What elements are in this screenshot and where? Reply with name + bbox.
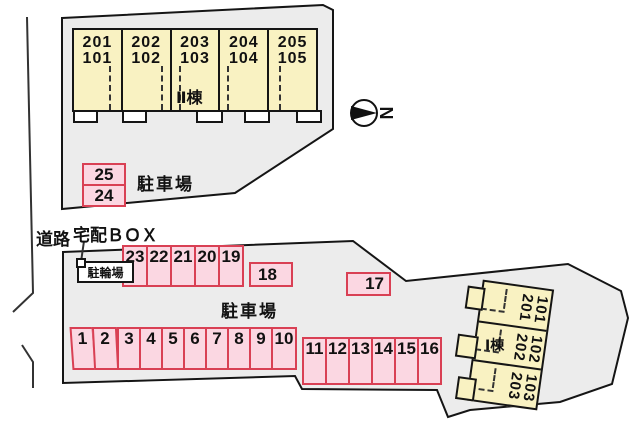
- parking-spot-7: 7: [205, 327, 229, 370]
- balcony-dashed-line: [502, 288, 508, 309]
- north-arrow: N: [350, 99, 396, 127]
- parking-spot-8: 8: [227, 327, 251, 370]
- parking-spot-15: 15: [394, 337, 419, 385]
- spot-number: 18: [258, 264, 277, 284]
- parking-spot-13: 13: [348, 337, 373, 385]
- entrance-porch: [454, 376, 477, 402]
- entrance-porch: [464, 285, 486, 311]
- north-letter: N: [376, 107, 396, 120]
- parking-spot-25: 25: [82, 163, 126, 186]
- parking-spot-4: 4: [139, 327, 163, 370]
- parking-spot-22: 22: [146, 245, 172, 287]
- parking-spot-24: 24: [82, 184, 126, 207]
- parking-row-11-16: 11 12 13 14 15 16: [302, 337, 442, 385]
- balcony-dashed-line: [227, 66, 229, 110]
- parking-spot-5: 5: [161, 327, 185, 370]
- delivery-box-label: 宅配ＢＯＸ: [73, 226, 158, 245]
- parking-spot-18: 18: [249, 262, 293, 287]
- road-edge-line-upper: [12, 16, 35, 313]
- bicycle-parking-box: 駐輪場: [77, 261, 134, 283]
- road-edge-line-lower: [21, 344, 34, 388]
- parking-spot-2: 2: [91, 327, 120, 370]
- parking-spot-21: 21: [170, 245, 196, 287]
- parking-spot-6: 6: [183, 327, 207, 370]
- entrance-porch: [122, 110, 147, 123]
- balcony-dashed-line: [179, 66, 181, 110]
- balcony-dashed-line: [161, 66, 163, 110]
- delivery-box-marker: [76, 258, 86, 268]
- spot-number: 24: [94, 185, 114, 205]
- building-2-name: Ⅱ棟: [176, 90, 203, 107]
- balcony-dashed-line: [109, 66, 111, 110]
- parking-spot-16: 16: [417, 337, 442, 385]
- north-arrow-pointer: [351, 106, 377, 120]
- parking-spot-12: 12: [325, 337, 350, 385]
- parking-row-1-10: 1 2 3 4 5 6 7 8 9 10: [69, 327, 297, 370]
- parking-spot-19: 19: [218, 245, 244, 287]
- entrance-porch: [244, 110, 270, 123]
- entrance-porch: [73, 110, 98, 123]
- entrance-porch: [296, 110, 322, 123]
- parking-spot-9: 9: [249, 327, 273, 370]
- building-1-name: Ⅰ棟: [485, 337, 505, 353]
- road-label: 道路: [36, 230, 70, 249]
- spot-number: 25: [94, 164, 114, 184]
- parking-spot-3: 3: [117, 327, 141, 370]
- parking-spot-17: 17: [346, 272, 391, 296]
- parking-stack-25-24: 25 24: [82, 163, 126, 207]
- bicycle-parking-label: 駐輪場: [87, 265, 124, 280]
- balcony-dashed-line: [279, 66, 281, 110]
- parking-spot-14: 14: [371, 337, 396, 385]
- parking-spot-11: 11: [302, 337, 327, 385]
- spot-number: 17: [365, 274, 384, 293]
- entrance-porch: [196, 110, 223, 123]
- balcony-dashed-line: [491, 368, 497, 389]
- upper-parking-area-label: 駐車場: [137, 175, 194, 194]
- balcony-dashed-line: [480, 307, 505, 313]
- parking-row-23-19: 23 22 21 20 19: [122, 245, 244, 287]
- parking-spot-10: 10: [271, 327, 297, 370]
- lower-parking-area-label: 駐車場: [221, 302, 278, 321]
- parking-spot-20: 20: [194, 245, 220, 287]
- entrance-porch: [454, 333, 479, 360]
